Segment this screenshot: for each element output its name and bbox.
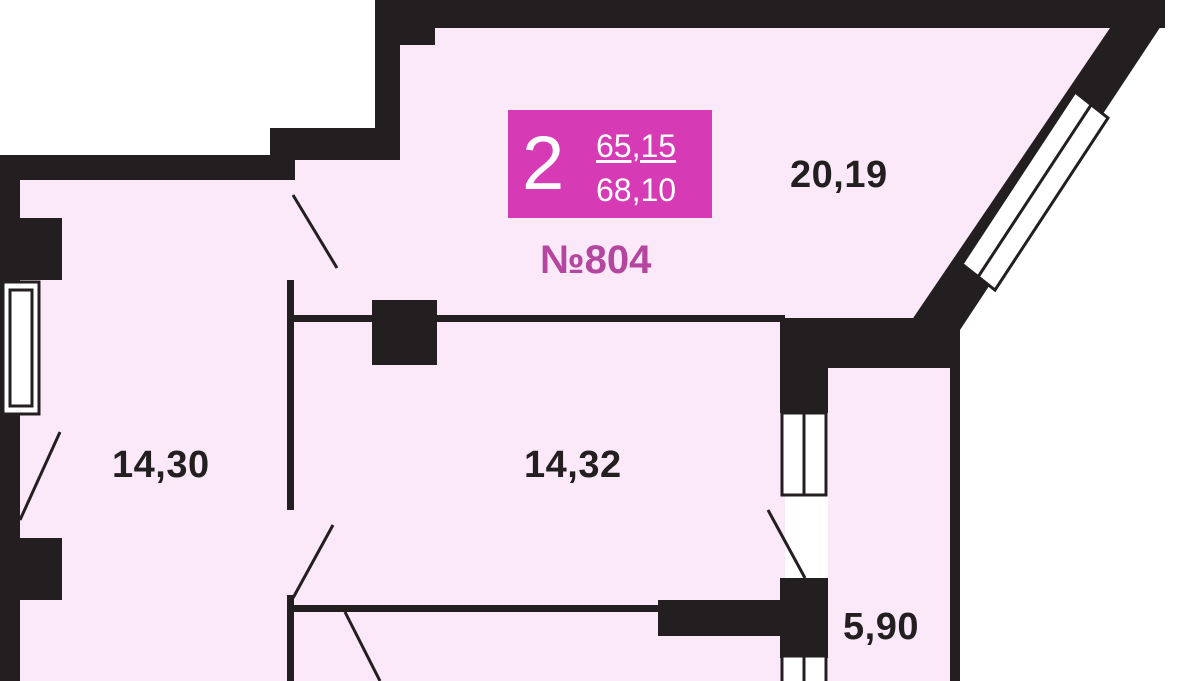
- bathroom-floor: [828, 365, 950, 681]
- wall-top: [375, 0, 1165, 28]
- wall-top-notch: [395, 20, 435, 45]
- wall-right-column: [780, 318, 828, 413]
- bedroom-middle-area: 14,32: [524, 444, 622, 486]
- door-left-bedroom: [18, 431, 62, 521]
- wall-bottom-thick: [658, 600, 788, 636]
- wall-left-top: [0, 155, 295, 180]
- pillar-center: [372, 300, 437, 365]
- door-living: [291, 194, 339, 269]
- bedroom-middle-floor: [290, 318, 785, 600]
- windows: [1, 89, 1111, 681]
- door-bathroom: [766, 509, 807, 579]
- door-hall: [343, 611, 382, 681]
- wall-left-pillar-top: [0, 218, 62, 280]
- living-area: 65,15: [596, 128, 677, 164]
- door-middle-bedroom: [291, 524, 335, 599]
- bedroom-left-area: 14,30: [112, 444, 210, 486]
- bathroom-area: 5,90: [843, 606, 919, 648]
- doors: [18, 194, 807, 681]
- partition-vertical-left: [287, 280, 294, 510]
- window-left-inner: [8, 288, 34, 408]
- apartment-badge: 2 65,15 68,10: [508, 110, 712, 218]
- total-area: 68,10: [596, 172, 677, 208]
- walls: [0, 0, 1165, 681]
- partition-vertical-lower: [287, 595, 294, 681]
- room-fills: [20, 28, 1110, 681]
- window-diagonal-line: [976, 104, 1093, 278]
- partition-bottom: [290, 605, 660, 612]
- wall-left-pillar-bottom: [0, 538, 62, 600]
- room-count: 2: [522, 121, 565, 206]
- pillar-bottom-right: [780, 578, 828, 658]
- apartment-number: №804: [540, 238, 652, 282]
- bedroom-left-floor: [20, 178, 290, 681]
- wall-bath-right: [950, 330, 960, 681]
- wall-left-gap: [0, 415, 20, 515]
- partition-living: [290, 315, 785, 322]
- living-room-area: 20,19: [790, 154, 888, 196]
